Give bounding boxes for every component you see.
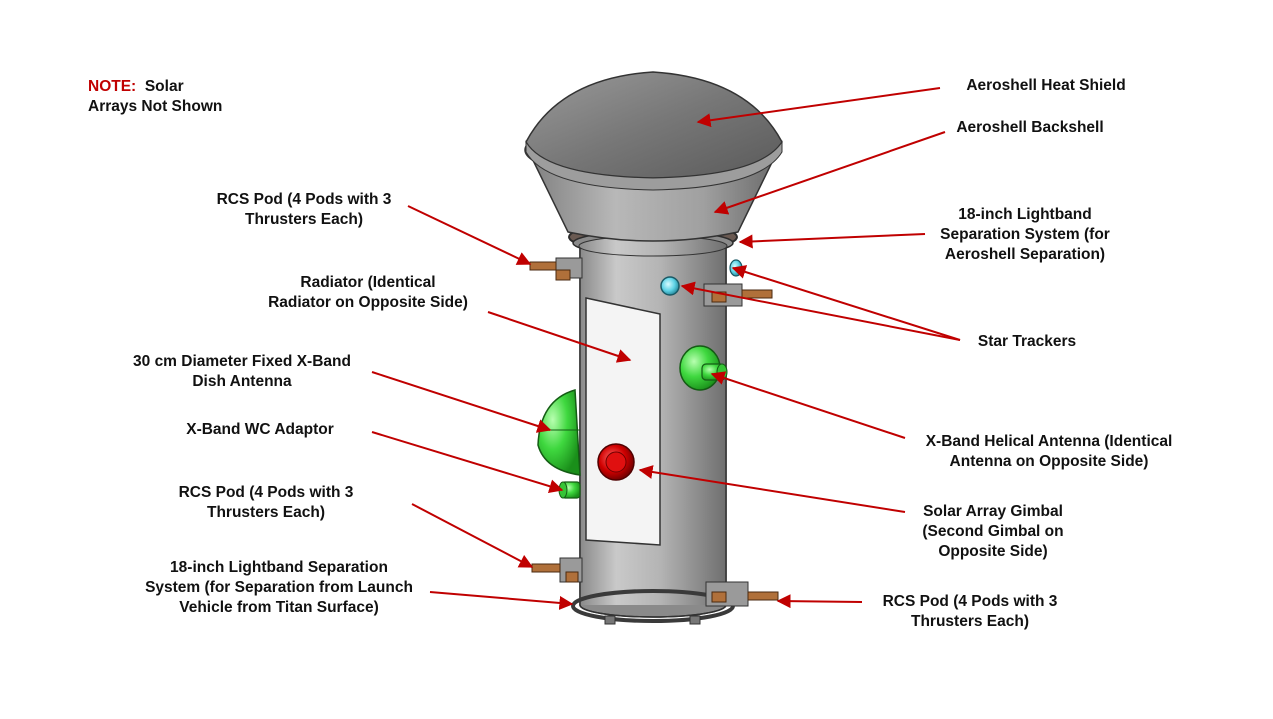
label-xband-wc-adaptor: X-Band WC Adaptor (186, 421, 334, 438)
leader-arrows (371, 87, 961, 610)
xband-wc-adaptor (558, 481, 581, 499)
rcs-pod-lower-left (531, 557, 583, 583)
arrow-dish (371, 371, 552, 433)
arrow-rcs-top-left (407, 205, 532, 265)
arrow-helical-antenna (710, 371, 906, 439)
arrow-lightband-launch (429, 591, 574, 610)
label-star-trackers: Star Trackers (977, 333, 1077, 350)
xband-dish-antenna (537, 389, 581, 476)
label-rcs-pod-right: RCS Pod (4 Pods with 3 Thrusters Each) (882, 593, 1058, 630)
label-aeroshell-heat-shield: Aeroshell Heat Shield (966, 77, 1126, 94)
arrow-heat-shield (696, 87, 941, 128)
arrow-star-tracker-side (731, 265, 961, 341)
arrow-wc-adaptor (371, 431, 564, 494)
solar-array-gimbal (597, 443, 635, 481)
label-radiator: Radiator (Identical Radiator on Opposite… (268, 274, 468, 311)
arrow-rcs-lower-left (411, 503, 534, 568)
radiator-panel (585, 297, 661, 546)
rcs-pod-top-right (703, 283, 773, 307)
arrow-rcs-right (776, 594, 863, 609)
arrow-star-tracker-front (680, 281, 961, 341)
note-solar-arrays: NOTE: Solar Arrays Not Shown (88, 77, 222, 117)
label-xband-helical-antenna: X-Band Helical Antenna (Identical Antenn… (925, 433, 1173, 470)
xband-helical-antenna (679, 345, 728, 391)
arrow-solar-gimbal (638, 465, 906, 513)
label-rcs-pod-top-left: RCS Pod (4 Pods with 3 Thrusters Each) (216, 191, 392, 228)
label-aeroshell-backshell: Aeroshell Backshell (956, 119, 1104, 136)
rcs-pod-lower-right (705, 581, 779, 607)
arrow-lightband-aeroshell (738, 233, 926, 249)
aeroshell-heat-shield (524, 71, 783, 191)
label-solar-array-gimbal: Solar Array Gimbal (Second Gimbal on Opp… (922, 503, 1064, 560)
rcs-pod-top-left (529, 257, 583, 281)
note-line1: Solar (144, 78, 184, 95)
note-line2: Arrays Not Shown (88, 98, 223, 115)
label-lightband-aeroshell: 18-inch Lightband Separation System (for… (940, 206, 1110, 263)
label-lightband-launch: 18-inch Lightband Separation System (for… (145, 559, 413, 616)
note-prefix: NOTE: (88, 78, 137, 95)
star-tracker-front (660, 276, 680, 296)
label-xband-dish: 30 cm Diameter Fixed X-Band Dish Antenna (133, 353, 351, 390)
label-rcs-pod-lower-left: RCS Pod (4 Pods with 3 Thrusters Each) (178, 484, 354, 521)
arrow-backshell (713, 131, 946, 215)
arrow-radiator (487, 311, 632, 363)
